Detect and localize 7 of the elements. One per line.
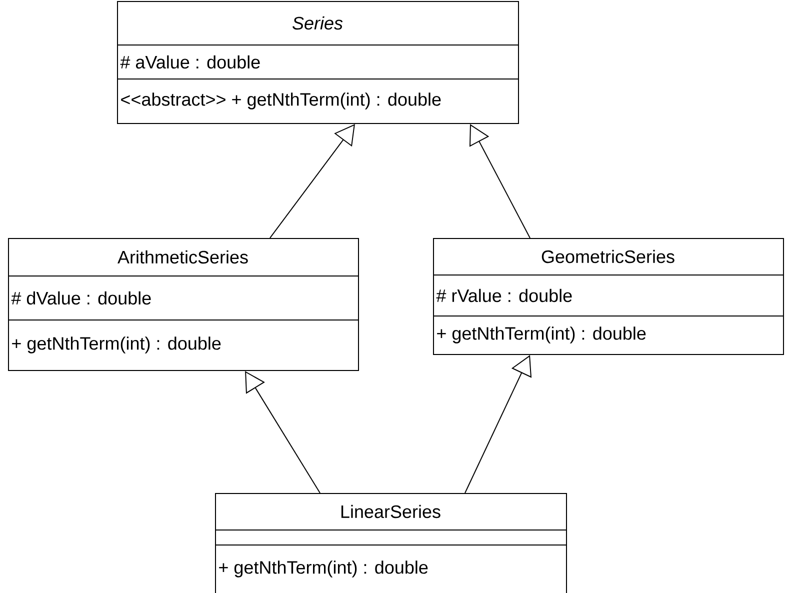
inheritance-arrow (469, 124, 530, 238)
class-box: GeometricSeries # rValue : double + getNthTerm(int) : double (432, 238, 784, 355)
class-box: LinearSeries + getNthTerm(int) : double (214, 492, 567, 593)
inheritance-arrow (245, 371, 320, 494)
class-box: ArithmeticSeries # dValue : double + getNthTerm(int) : double (8, 238, 359, 371)
inheritance-arrow (270, 124, 355, 238)
class-box: Series # aValue : double <<abstract>> + getNthTerm(int) : double (116, 0, 519, 124)
